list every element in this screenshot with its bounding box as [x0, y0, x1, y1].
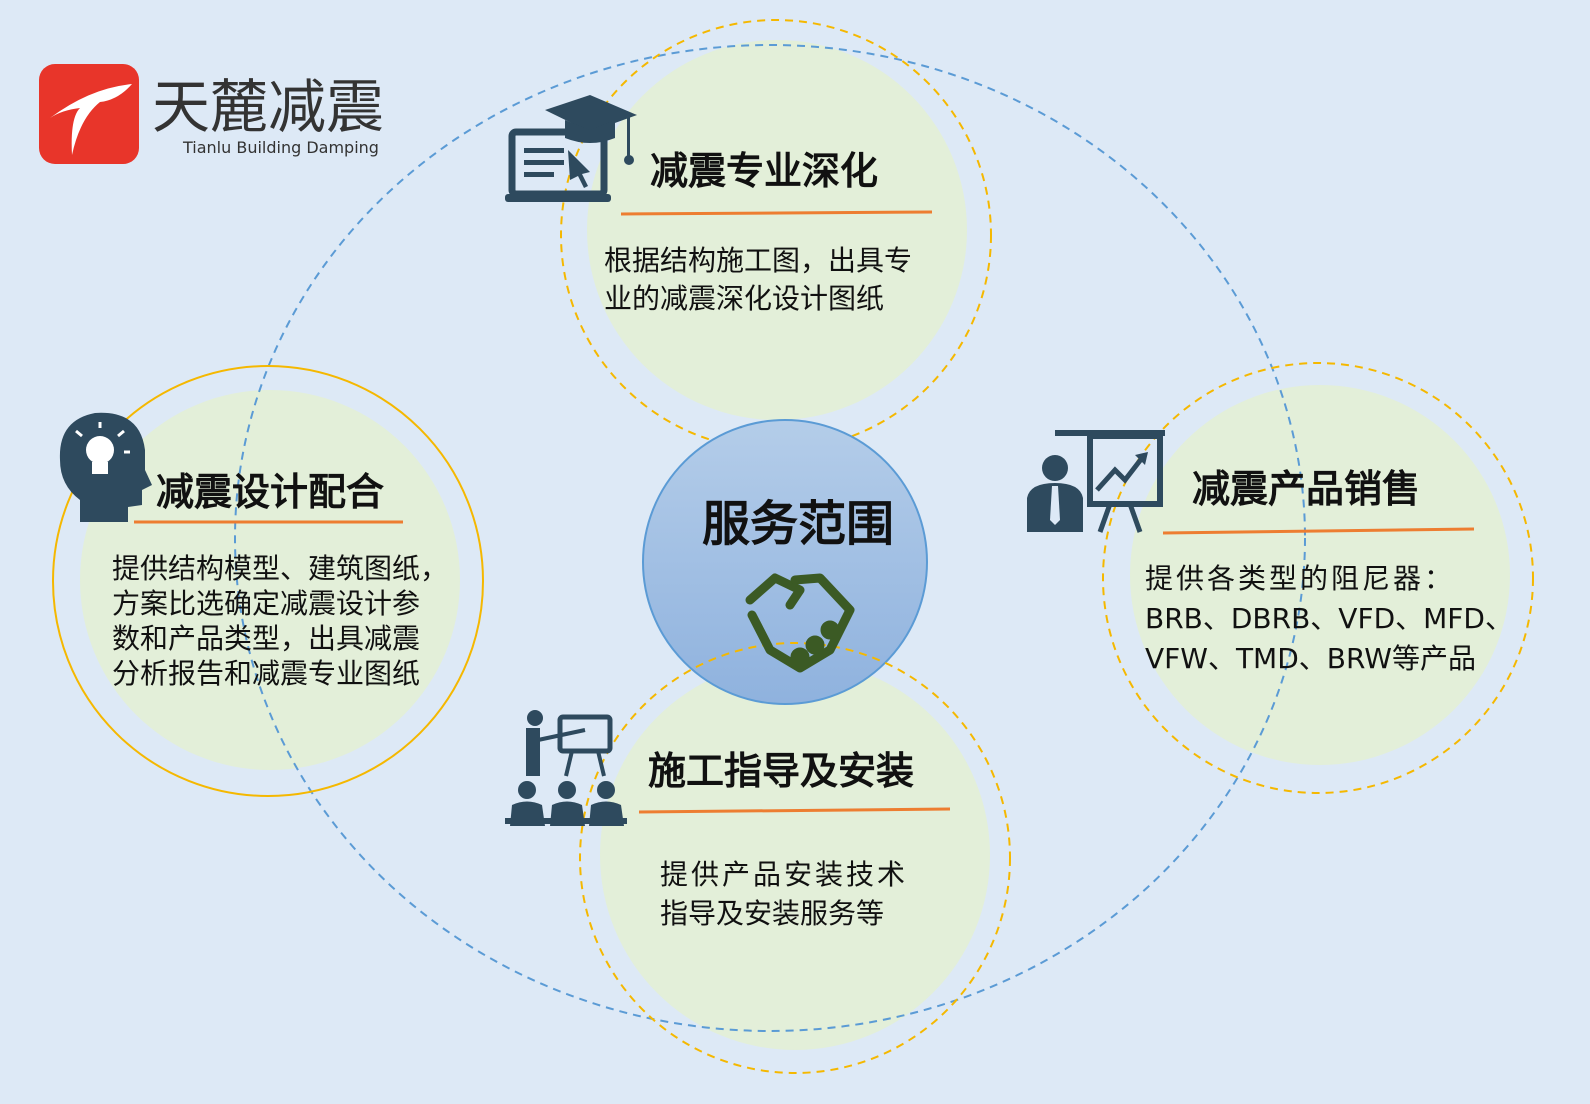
- service-desc-line: 提供各类型的阻尼器：: [1145, 562, 1455, 595]
- ring-left: [52, 365, 484, 797]
- graduation-laptop-icon: [505, 95, 637, 202]
- center-circle: [642, 419, 928, 705]
- circle-right-fill: [1130, 385, 1510, 765]
- service-desc-line: 数和产品类型，出具减震: [112, 622, 420, 655]
- service-left: 减震设计配合 提供结构模型、建筑图纸， 方案比选确定减震设计参 数和产品类型，出…: [59, 412, 448, 690]
- service-desc-line: 业的减震深化设计图纸: [604, 282, 884, 315]
- head-lightbulb-icon: [59, 412, 153, 522]
- service-desc-line: BRB、DBRB、VFD、MFD、: [1145, 602, 1513, 635]
- service-title: 减震产品销售: [1192, 467, 1420, 511]
- service-desc-line: 提供结构模型、建筑图纸，: [112, 552, 448, 585]
- circle-top-fill: [587, 40, 967, 420]
- circle-bottom-fill: [600, 660, 990, 1050]
- service-desc-line: 指导及安装服务等: [660, 897, 884, 930]
- service-desc-line: 根据结构施工图，出具专: [604, 244, 912, 277]
- service-right: 减震产品销售 提供各类型的阻尼器： BRB、DBRB、VFD、MFD、 VFW、…: [1027, 430, 1513, 675]
- ring-right: [1102, 362, 1534, 794]
- service-top: 减震专业深化 根据结构施工图，出具专 业的减震深化设计图纸: [505, 95, 933, 315]
- logo-mark: [39, 64, 139, 164]
- service-desc-line: 提供产品安装技术: [660, 858, 908, 891]
- logo-name: 天麓减震: [152, 73, 384, 141]
- ring-bottom: [579, 642, 1011, 1074]
- training-class-icon: [505, 710, 627, 826]
- center-title: 服务范围: [702, 496, 894, 552]
- logo-subtitle: Tianlu Building Damping: [182, 138, 379, 157]
- handshake-icon: [745, 573, 855, 673]
- service-title: 减震设计配合: [156, 470, 384, 514]
- orbit-ellipse: [234, 44, 1306, 1032]
- service-desc-line: 分析报告和减震专业图纸: [112, 657, 420, 690]
- presentation-chart-icon: [1027, 430, 1165, 533]
- service-title: 减震专业深化: [650, 149, 878, 193]
- logo: 天麓减震 Tianlu Building Damping: [39, 64, 384, 164]
- service-bottom: 施工指导及安装 提供产品安装技术 指导及安装服务等: [505, 710, 951, 930]
- service-desc-line: VFW、TMD、BRW等产品: [1145, 642, 1476, 675]
- service-title: 施工指导及安装: [648, 749, 914, 793]
- circle-left-fill: [80, 390, 460, 770]
- service-desc-line: 方案比选确定减震设计参: [112, 587, 420, 620]
